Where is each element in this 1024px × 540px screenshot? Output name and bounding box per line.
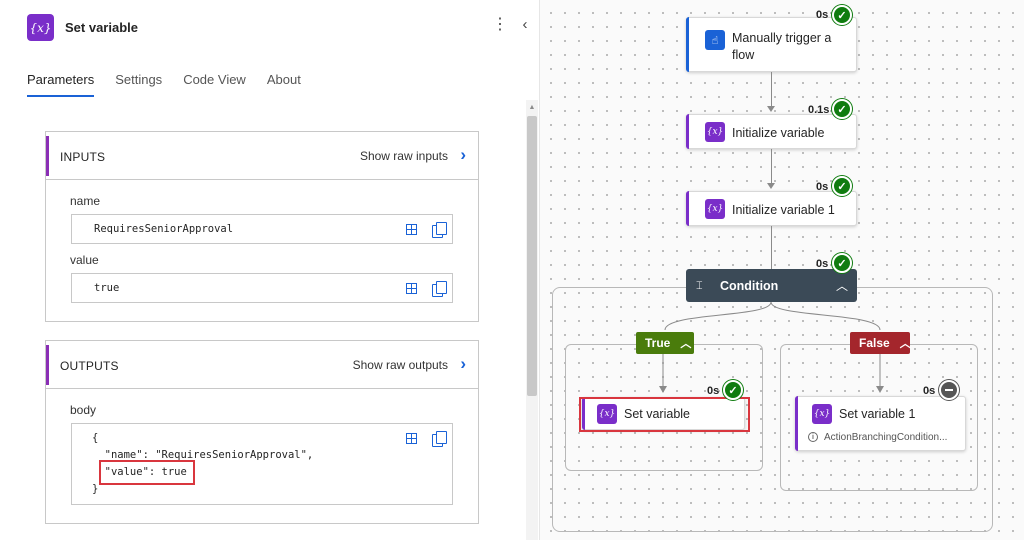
skip-reason-text: ActionBranchingCondition... bbox=[824, 432, 948, 443]
json-line: "name": "RequiresSeniorApproval", bbox=[92, 449, 314, 461]
copy-icon[interactable] bbox=[432, 222, 447, 238]
body-field-label: body bbox=[70, 403, 97, 417]
initialize-variable-node[interactable]: {x} Initialize variable bbox=[686, 114, 857, 149]
connector-arrow bbox=[767, 106, 775, 112]
skipped-minus-icon bbox=[939, 380, 959, 400]
scrollbar-thumb[interactable] bbox=[527, 116, 537, 396]
name-field-value: RequiresSeniorApproval bbox=[94, 223, 234, 235]
set-variable-duration: 0s bbox=[707, 385, 720, 397]
initialize-variable-duration: 0.1s bbox=[808, 104, 830, 116]
trigger-label-line1: Manually trigger a bbox=[732, 31, 832, 45]
table-view-icon[interactable] bbox=[406, 433, 417, 444]
name-field-label: name bbox=[70, 194, 101, 208]
trigger-duration: 0s bbox=[816, 9, 829, 21]
variable-icon: {x} bbox=[812, 404, 832, 424]
value-highlight-box bbox=[99, 460, 195, 485]
show-raw-inputs-link[interactable]: Show raw inputs bbox=[359, 149, 448, 163]
set-variable-highlight-box bbox=[579, 397, 750, 432]
trigger-node[interactable]: ☝ Manually trigger a flow bbox=[686, 17, 857, 72]
action-details-panel: {x} Set variable ⋮ ‹ Parameters Settings… bbox=[27, 0, 540, 540]
initialize-variable-label: Initialize variable bbox=[732, 126, 825, 140]
set-variable-1-label: Set variable 1 bbox=[839, 407, 916, 421]
success-check-icon: ✓ bbox=[832, 5, 852, 25]
outputs-title: OUTPUTS bbox=[60, 359, 119, 373]
copy-icon[interactable] bbox=[432, 281, 447, 297]
scroll-up-icon[interactable]: ▲ bbox=[528, 104, 536, 111]
chevron-up-icon[interactable]: ︿ bbox=[899, 338, 911, 350]
trigger-label-line2: flow bbox=[732, 48, 755, 62]
branch-connectors bbox=[659, 301, 884, 393]
tab-settings[interactable]: Settings bbox=[115, 72, 163, 87]
connector-arrow bbox=[767, 183, 775, 189]
success-check-icon: ✓ bbox=[832, 99, 852, 119]
success-check-icon: ✓ bbox=[832, 176, 852, 196]
value-field-label: value bbox=[70, 253, 99, 267]
tab-code-view[interactable]: Code View bbox=[183, 72, 246, 87]
false-branch-label: False bbox=[859, 336, 890, 350]
table-view-icon[interactable] bbox=[406, 283, 417, 294]
set-variable-label: Set variable bbox=[624, 407, 691, 421]
info-icon: i bbox=[808, 432, 818, 442]
outputs-header: OUTPUTS Show raw outputs › bbox=[46, 341, 478, 389]
show-raw-outputs-link[interactable]: Show raw outputs bbox=[352, 358, 448, 372]
outputs-section: OUTPUTS Show raw outputs › body { "name"… bbox=[45, 340, 479, 524]
chevron-up-icon[interactable]: ︿ bbox=[680, 338, 692, 350]
more-vertical-icon[interactable]: ⋮ bbox=[492, 16, 508, 33]
name-field: RequiresSeniorApproval bbox=[71, 214, 453, 244]
inputs-header: INPUTS Show raw inputs › bbox=[46, 132, 478, 180]
tab-parameters[interactable]: Parameters bbox=[27, 72, 95, 97]
variable-icon: {x} bbox=[27, 14, 54, 41]
panel-title: Set variable bbox=[65, 20, 138, 35]
set-variable-1-duration: 0s bbox=[923, 385, 936, 397]
copy-icon[interactable] bbox=[432, 431, 447, 447]
inputs-section: INPUTS Show raw inputs › name RequiresSe… bbox=[45, 131, 479, 322]
variable-icon: {x} bbox=[705, 199, 725, 219]
table-view-icon[interactable] bbox=[406, 224, 417, 235]
flow-canvas[interactable]: ☝ Manually trigger a flow 0s ✓ {x} Initi… bbox=[540, 0, 1024, 540]
json-line: "value": true bbox=[92, 466, 187, 478]
success-check-icon: ✓ bbox=[832, 253, 852, 273]
true-branch-tag[interactable]: True ︿ bbox=[636, 332, 694, 354]
value-field-value: true bbox=[94, 282, 120, 294]
json-line: } bbox=[92, 483, 99, 495]
initialize-variable-1-duration: 0s bbox=[816, 181, 829, 193]
false-branch-tag[interactable]: False ︿ bbox=[850, 332, 911, 354]
connector-line bbox=[771, 149, 772, 185]
set-variable-node[interactable]: {x} Set variable bbox=[582, 397, 745, 430]
value-field: true bbox=[71, 273, 453, 303]
chevron-up-icon[interactable]: ︿ bbox=[835, 279, 848, 293]
connector-line bbox=[771, 226, 772, 269]
variable-icon: {x} bbox=[705, 122, 725, 142]
connector-line bbox=[771, 72, 772, 108]
panel-tabs: Parameters Settings Code View About bbox=[27, 72, 322, 97]
tab-about[interactable]: About bbox=[266, 72, 301, 87]
initialize-variable-1-label: Initialize variable 1 bbox=[732, 203, 835, 217]
condition-icon: ⌶ bbox=[696, 280, 703, 292]
true-branch-label: True bbox=[645, 336, 671, 350]
condition-duration: 0s bbox=[816, 258, 829, 270]
chevron-right-icon[interactable]: › bbox=[460, 354, 466, 373]
set-variable-1-node[interactable]: {x} Set variable 1 i ActionBranchingCond… bbox=[795, 396, 966, 451]
json-line: { bbox=[92, 432, 99, 444]
initialize-variable-1-node[interactable]: {x} Initialize variable 1 bbox=[686, 191, 857, 226]
condition-label: Condition bbox=[720, 279, 779, 293]
variable-icon: {x} bbox=[597, 404, 617, 424]
body-field: { "name": "RequiresSeniorApproval", "val… bbox=[71, 423, 453, 505]
chevron-left-icon[interactable]: ‹ bbox=[522, 16, 528, 33]
success-check-icon: ✓ bbox=[723, 380, 743, 400]
hand-tap-icon: ☝ bbox=[705, 30, 725, 50]
condition-node[interactable]: ⌶ Condition ︿ bbox=[686, 269, 857, 302]
chevron-right-icon[interactable]: › bbox=[460, 145, 466, 164]
inputs-title: INPUTS bbox=[60, 150, 106, 164]
